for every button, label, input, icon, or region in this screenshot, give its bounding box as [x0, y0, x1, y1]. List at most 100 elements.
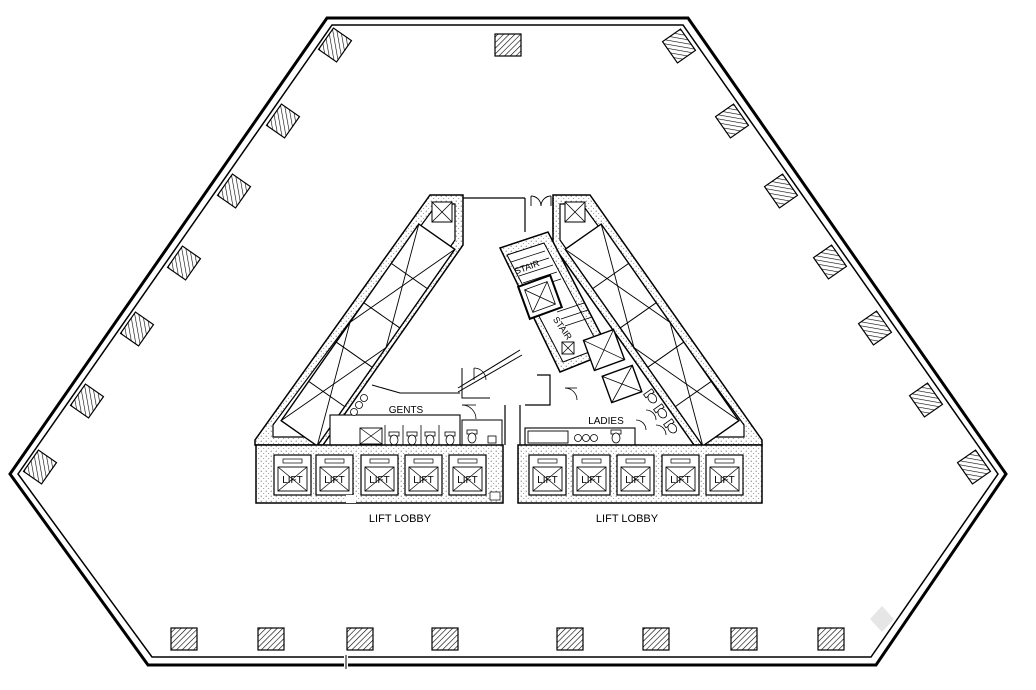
- door-swing: [530, 195, 542, 207]
- sink-icon: [487, 435, 497, 444]
- sink-counter: [527, 430, 569, 444]
- right-lift-bank: LIFT LIFT LIFT: [517, 444, 763, 504]
- lift-counterweight: [457, 458, 478, 464]
- column: [714, 103, 750, 139]
- column: [642, 627, 670, 651]
- door-swing: [645, 409, 657, 421]
- column: [166, 245, 202, 281]
- core-wall: [525, 374, 551, 406]
- right-shaft: [564, 223, 740, 447]
- lift-counterweight: [282, 458, 303, 464]
- door-swing: [635, 419, 647, 431]
- lift-car: LIFT: [528, 454, 567, 496]
- lift-cross: [665, 466, 696, 492]
- ladies-label: LADIES: [588, 416, 624, 427]
- lift-counterweight: [714, 458, 735, 464]
- core-wall: [457, 349, 521, 389]
- column: [812, 244, 848, 280]
- outer-wall-line: [8, 16, 1008, 667]
- lift-counterweight: [369, 458, 390, 464]
- door-swing: [473, 367, 487, 381]
- urinal-icon: [360, 394, 368, 402]
- service-lift-lower: [601, 364, 643, 404]
- column: [431, 627, 459, 651]
- column: [22, 449, 58, 485]
- lift-counterweight: [413, 458, 434, 464]
- lift-car: LIFT: [661, 454, 700, 496]
- column: [119, 311, 155, 347]
- column: [317, 27, 353, 63]
- wc-icon: [388, 431, 400, 446]
- lift-lobby-left-label: LIFT LOBBY: [369, 513, 432, 525]
- stair-tread: [518, 264, 554, 277]
- corner-block-cross: [431, 201, 453, 223]
- stair-tread: [514, 257, 550, 270]
- stair-tread: [522, 271, 558, 284]
- column: [817, 627, 845, 651]
- column: [556, 627, 584, 651]
- stair-tread: [510, 250, 546, 263]
- lift-car: LIFT: [448, 454, 487, 496]
- lift-cross: [319, 466, 350, 492]
- shaft-diagonal: [633, 347, 740, 422]
- shaft-diagonal: [564, 248, 671, 323]
- column: [908, 382, 944, 418]
- lift-car: LIFT: [572, 454, 611, 496]
- lift-label: LIFT: [413, 475, 434, 486]
- column: [346, 627, 374, 651]
- lift-lobby-opening: [346, 495, 356, 503]
- lift-car: LIFT: [705, 454, 744, 496]
- door-swing: [564, 387, 578, 401]
- lift-cross: [364, 466, 395, 492]
- lift-cross: [452, 466, 483, 492]
- left-shaft: [280, 223, 456, 447]
- urinal-icon: [355, 401, 363, 409]
- stair-well-inner: [524, 281, 556, 313]
- lift-counterweight: [625, 458, 646, 464]
- ladies-toilet: LADIES: [524, 388, 680, 446]
- lift-label: LIFT: [625, 475, 646, 486]
- lift-cross: [408, 466, 439, 492]
- gents-label: GENTS: [389, 405, 424, 416]
- lift-label: LIFT: [324, 475, 345, 486]
- inner-wall-line: [17, 24, 999, 658]
- core-wall: [461, 368, 490, 399]
- door-swing: [540, 195, 552, 207]
- wc-icon: [424, 431, 436, 446]
- lift-label: LIFT: [282, 475, 303, 486]
- perimeter-columns: [22, 27, 992, 651]
- shaft-divider: [619, 302, 657, 329]
- left-lift-bank: LIFT LIFT LIFT: [255, 444, 504, 504]
- column: [494, 33, 522, 57]
- stair-well: [516, 273, 564, 321]
- lift-label: LIFT: [457, 475, 478, 486]
- column: [257, 627, 285, 651]
- lift-car: LIFT: [360, 454, 399, 496]
- shaft-divider: [390, 262, 428, 290]
- service-lift-upper: [582, 328, 626, 372]
- basin-icon: [582, 434, 590, 442]
- urinal-icon: [350, 408, 358, 416]
- corner-mark: [870, 606, 894, 632]
- gents-toilet: GENTS: [329, 394, 503, 446]
- lift-counterweight: [537, 458, 558, 464]
- column: [69, 383, 105, 419]
- service-lift-cross: [594, 329, 614, 371]
- stair-tread: [560, 309, 589, 320]
- top-door: [530, 195, 552, 207]
- column: [216, 173, 252, 209]
- lift-label: LIFT: [670, 475, 691, 486]
- wc-icon: [406, 431, 418, 446]
- service-panel: [489, 491, 501, 501]
- lift-label: LIFT: [537, 475, 558, 486]
- lift-label: LIFT: [714, 475, 735, 486]
- corner-block-cross: [564, 201, 586, 223]
- stair-tread: [556, 302, 585, 313]
- lift-cross: [576, 466, 607, 492]
- shaft-diagonal: [316, 322, 351, 447]
- lift-car: LIFT: [616, 454, 655, 496]
- wc-icon: [610, 429, 622, 444]
- door-swing: [655, 424, 667, 436]
- column: [857, 310, 893, 346]
